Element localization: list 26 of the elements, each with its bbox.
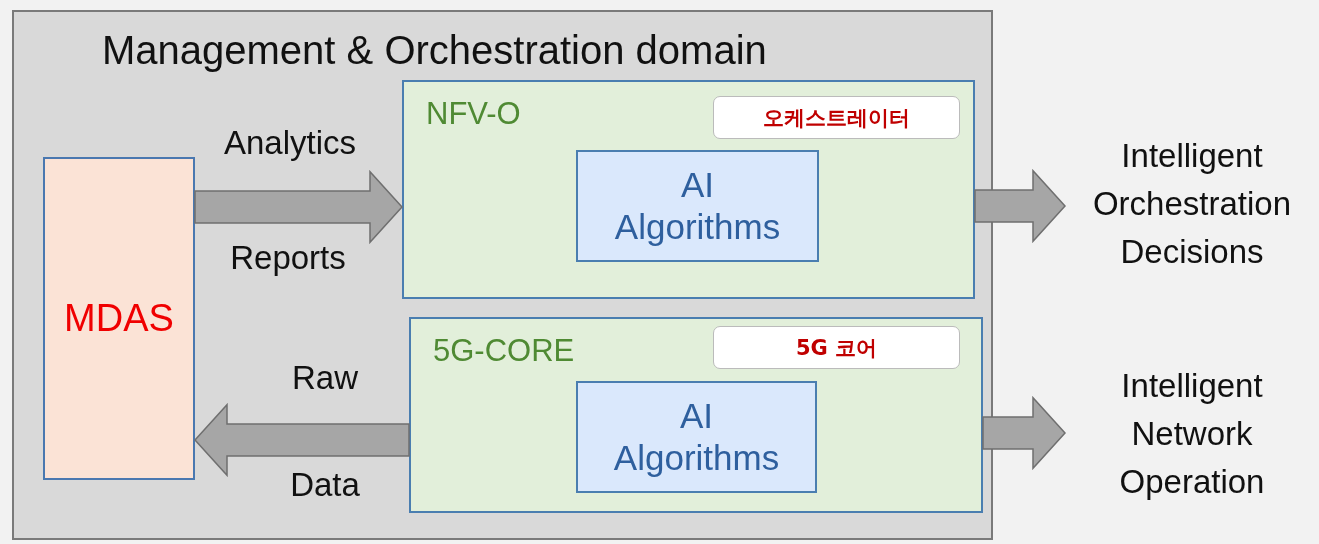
block-arrow: [194, 169, 403, 245]
box-label: AI Algorithms: [612, 395, 781, 479]
process-box: [576, 150, 819, 262]
group-box: [402, 80, 975, 299]
box-label: MDAS: [64, 297, 174, 340]
block-arrow: [194, 402, 410, 478]
process-box: [43, 157, 195, 480]
arrow-label: Raw: [292, 359, 358, 397]
group-title: 5G-CORE: [433, 333, 575, 369]
arrow-label: Reports: [230, 239, 346, 277]
output-label: Intelligent Network Operation: [1118, 366, 1266, 502]
arrow-label: Analytics: [223, 124, 357, 162]
output-label: Intelligent Orchestration Decisions: [1091, 136, 1293, 272]
tag-box: [713, 326, 960, 369]
block-arrow: [974, 168, 1066, 244]
box-label: AI Algorithms: [613, 164, 782, 248]
process-box: [576, 381, 817, 493]
group-title: NFV-O: [426, 96, 521, 132]
container-panel: [12, 10, 993, 540]
block-arrow: [982, 395, 1066, 471]
tag-box: [713, 96, 960, 139]
arrow-label: Data: [290, 466, 360, 504]
tag-label: 5G 코어: [795, 334, 878, 362]
group-box: [409, 317, 983, 513]
panel-title: Management & Orchestration domain: [102, 28, 767, 73]
tag-label: 오케스트레이터: [763, 104, 910, 132]
